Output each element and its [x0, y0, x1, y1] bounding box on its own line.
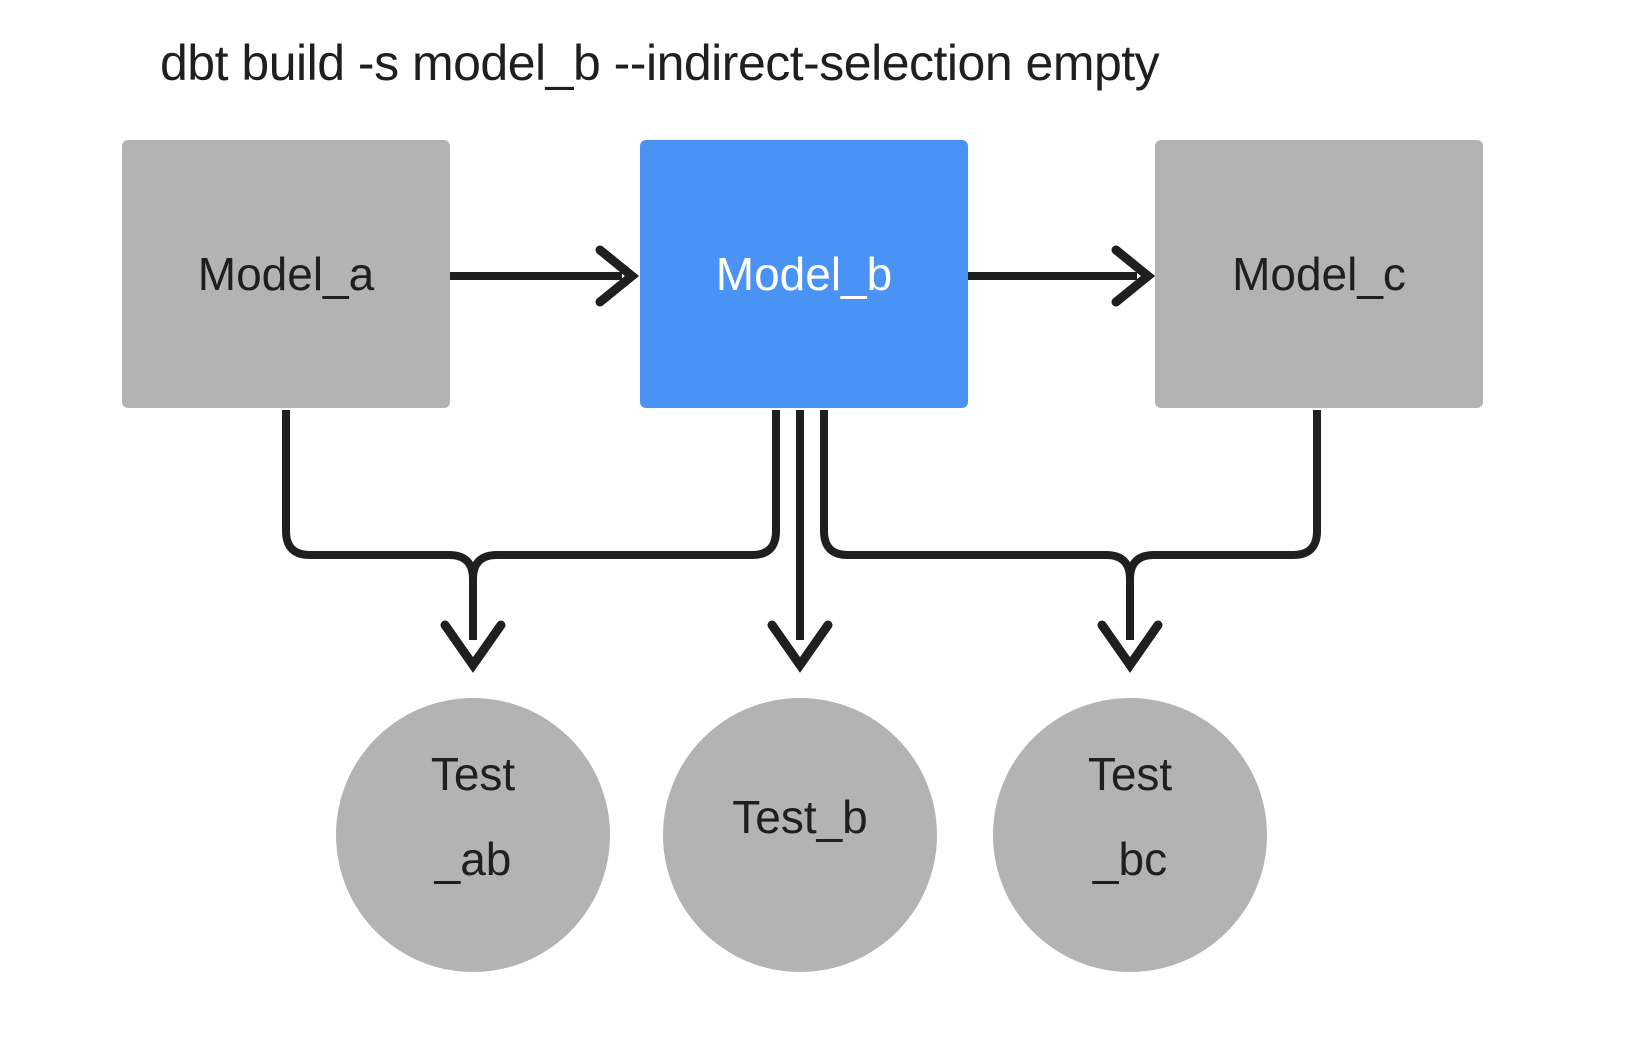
- edge-model-b-to-test-b: [767, 410, 833, 673]
- model-a-label: Model_a: [198, 248, 375, 300]
- node-test-ab[interactable]: Test _ab: [336, 698, 610, 972]
- node-model-c[interactable]: Model_c: [1155, 140, 1483, 408]
- model-c-label: Model_c: [1232, 248, 1406, 300]
- test-b-label-line1: Test_b: [732, 791, 868, 843]
- page-title: dbt build -s model_b --indirect-selectio…: [160, 35, 1160, 91]
- edge-model-b-to-model-c: [968, 245, 1156, 307]
- test-bc-label-line2: _bc: [1092, 833, 1167, 885]
- edge-model-b-to-test-ab: [469, 410, 780, 580]
- test-ab-circle[interactable]: [336, 698, 610, 972]
- node-test-b[interactable]: Test_b: [663, 698, 937, 972]
- model-c-box[interactable]: [1155, 140, 1483, 408]
- edge-model-a-to-model-b: [450, 245, 640, 307]
- test-b-circle[interactable]: [663, 698, 937, 972]
- model-a-box[interactable]: [122, 140, 450, 408]
- edge-model-a-to-test-ab: [282, 410, 506, 673]
- edge-model-b-to-test-bc: [820, 410, 1163, 673]
- node-test-bc[interactable]: Test _bc: [993, 698, 1267, 972]
- model-b-box[interactable]: [640, 140, 968, 408]
- test-bc-circle[interactable]: [993, 698, 1267, 972]
- node-model-a[interactable]: Model_a: [122, 140, 450, 408]
- node-model-b[interactable]: Model_b: [640, 140, 968, 408]
- edge-model-c-to-test-bc: [1126, 410, 1321, 580]
- model-b-label: Model_b: [716, 248, 892, 300]
- test-bc-label-line1: Test: [1088, 748, 1173, 800]
- test-ab-label-line2: _ab: [434, 833, 512, 885]
- test-ab-label-line1: Test: [431, 748, 516, 800]
